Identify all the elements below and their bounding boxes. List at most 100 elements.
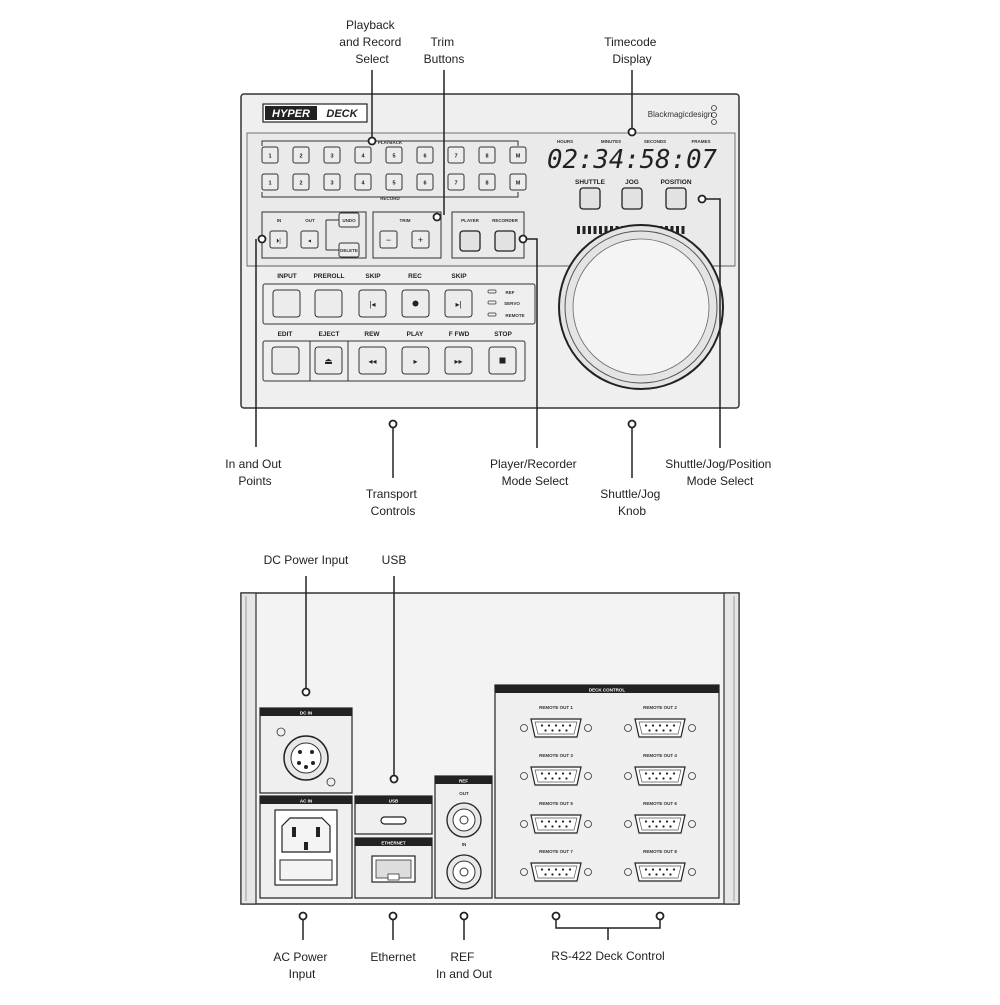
svg-text:+: + xyxy=(418,235,423,245)
skip-forward-button[interactable] xyxy=(444,289,473,318)
meter-led xyxy=(577,226,580,234)
remote-out-label: REMOTE OUT 3 xyxy=(539,753,573,758)
recorder-mode-button[interactable] xyxy=(494,230,516,252)
svg-text:REMOTE: REMOTE xyxy=(505,313,524,318)
svg-text:REF: REF xyxy=(506,290,515,295)
record-button-label: M xyxy=(516,181,521,187)
playback-button-label: 6 xyxy=(423,154,426,160)
svg-text:−: − xyxy=(386,235,391,245)
playback-button-label: 2 xyxy=(299,154,302,160)
playback-button-7[interactable]: 7 xyxy=(447,146,465,164)
playback-button-3[interactable]: 3 xyxy=(323,146,341,164)
mode-select-group: SHUTTLE JOG POSITION xyxy=(575,179,692,210)
trim-plus-button[interactable] xyxy=(411,230,430,249)
skip-back-button[interactable] xyxy=(358,289,387,318)
meter-led xyxy=(599,226,602,234)
playback-button-label: 1 xyxy=(268,154,271,160)
in-point-button[interactable] xyxy=(269,230,288,249)
play-button[interactable] xyxy=(401,346,430,375)
ref-led xyxy=(487,289,497,294)
remote-out-label: REMOTE OUT 1 xyxy=(539,705,573,710)
remote-led xyxy=(487,312,497,317)
rewind-icon: ◂◂ xyxy=(368,357,376,366)
callout-trim: Trim Buttons xyxy=(424,35,465,66)
svg-text:DELETE: DELETE xyxy=(340,248,358,253)
callout-player-recorder: Player/Recorder Mode Select xyxy=(490,457,580,488)
playback-button-8[interactable]: 8 xyxy=(478,146,496,164)
playback-button-6[interactable]: 6 xyxy=(416,146,434,164)
servo-led xyxy=(487,300,497,305)
remote-out-1: REMOTE OUT 1 xyxy=(520,705,592,738)
jog-button[interactable] xyxy=(621,187,643,210)
record-button-label: 1 xyxy=(268,181,271,187)
in-out-group: IN OUT ⏵| ◂ UNDO DELETE xyxy=(261,211,367,259)
remote-out-7: REMOTE OUT 7 xyxy=(520,849,592,882)
tc-label-minutes: MINUTES xyxy=(601,139,621,144)
position-button[interactable] xyxy=(665,187,687,210)
edit-button[interactable] xyxy=(271,346,300,375)
record-button-label: 6 xyxy=(423,181,426,187)
svg-text:PLAYBACK: PLAYBACK xyxy=(378,140,403,145)
svg-text:DECK CONTROL: DECK CONTROL xyxy=(589,688,625,693)
svg-text:STOP: STOP xyxy=(494,331,512,338)
ethernet-port: ETHERNET xyxy=(354,837,433,899)
record-button-7[interactable]: 7 xyxy=(447,173,465,191)
svg-text:SKIP: SKIP xyxy=(365,273,381,280)
svg-text:IN: IN xyxy=(277,218,282,223)
ref-ports: REF OUT IN xyxy=(434,775,493,899)
record-button-label: 5 xyxy=(392,181,395,187)
trim-minus-button[interactable] xyxy=(379,230,398,249)
callout-usb: USB xyxy=(382,553,407,567)
ac-in-port: AC IN xyxy=(259,795,353,899)
playback-button-5[interactable]: 5 xyxy=(385,146,403,164)
fast-forward-button[interactable] xyxy=(444,346,473,375)
record-button-2[interactable]: 2 xyxy=(292,173,310,191)
meter-led xyxy=(582,226,586,234)
tc-label-hours: HOURS xyxy=(557,139,573,144)
rewind-button[interactable] xyxy=(358,346,387,375)
skip-back-icon: |◂ xyxy=(369,300,375,309)
svg-text:DECK: DECK xyxy=(326,108,358,120)
svg-text:PREROLL: PREROLL xyxy=(313,273,344,280)
play-icon: ▸ xyxy=(413,357,417,366)
preroll-button[interactable] xyxy=(314,289,343,318)
remote-out-label: REMOTE OUT 2 xyxy=(643,705,677,710)
playback-button-9[interactable]: M xyxy=(509,146,527,164)
transport-row-1: INPUT PREROLL SKIP REC SKIP |◂ ▸| REF SE… xyxy=(262,273,536,325)
record-button-8[interactable]: 8 xyxy=(478,173,496,191)
playback-button-1[interactable]: 1 xyxy=(261,146,279,164)
callout-timecode: Timecode Display xyxy=(604,35,660,66)
callout-ethernet: Ethernet xyxy=(370,950,416,964)
callout-rs422: RS-422 Deck Control xyxy=(551,949,664,963)
svg-text:RECORD: RECORD xyxy=(380,196,400,201)
record-button-9[interactable]: M xyxy=(509,173,527,191)
record-button-4[interactable]: 4 xyxy=(354,173,372,191)
shuttle-button[interactable] xyxy=(579,187,601,210)
svg-text:HYPER: HYPER xyxy=(272,108,310,120)
bottom-leaders xyxy=(298,576,665,940)
player-mode-button[interactable] xyxy=(459,230,481,252)
svg-text:OUT: OUT xyxy=(459,791,469,796)
playback-button-4[interactable]: 4 xyxy=(354,146,372,164)
dc-in-port: DC IN xyxy=(259,707,353,794)
record-button-3[interactable]: 3 xyxy=(323,173,341,191)
shuttle-jog-knob[interactable] xyxy=(558,224,724,390)
svg-text:TRIM: TRIM xyxy=(400,218,411,223)
remote-out-3: REMOTE OUT 3 xyxy=(520,753,592,786)
eject-button[interactable] xyxy=(314,346,343,375)
record-button-5[interactable]: 5 xyxy=(385,173,403,191)
playback-button-2[interactable]: 2 xyxy=(292,146,310,164)
callout-playback-record: Playback and Record Select xyxy=(339,18,404,66)
record-button-1[interactable]: 1 xyxy=(261,173,279,191)
record-button-label: 3 xyxy=(330,181,333,187)
remote-out-label: REMOTE OUT 6 xyxy=(643,801,677,806)
svg-text:UNDO: UNDO xyxy=(342,218,356,223)
out-point-button[interactable] xyxy=(300,230,319,249)
remote-out-label: REMOTE OUT 7 xyxy=(539,849,573,854)
record-button-6[interactable]: 6 xyxy=(416,173,434,191)
remote-out-label: REMOTE OUT 8 xyxy=(643,849,677,854)
svg-text:DC IN: DC IN xyxy=(300,711,312,716)
input-button[interactable] xyxy=(272,289,301,318)
